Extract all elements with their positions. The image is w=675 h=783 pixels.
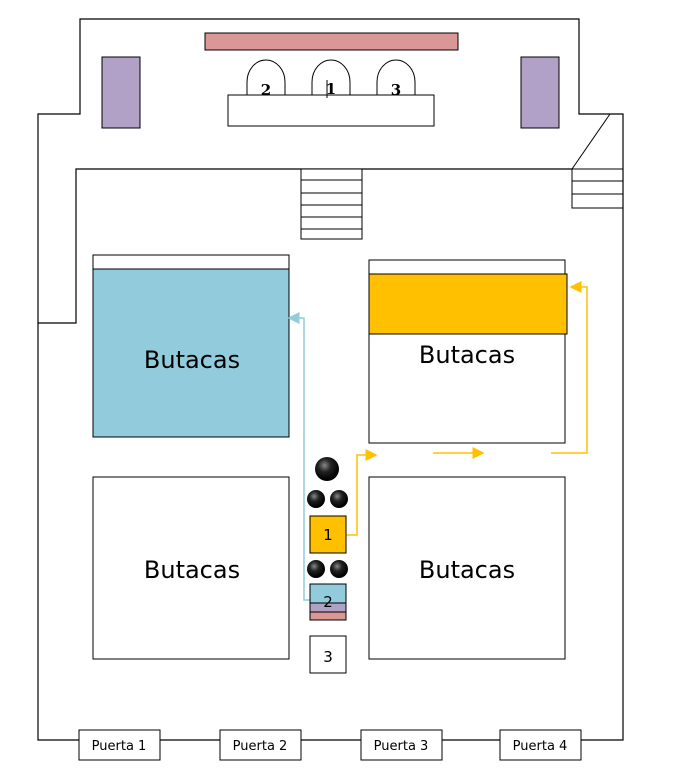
door-2-label: Puerta 2 (233, 739, 288, 754)
center-box-2-pink (309, 611, 347, 621)
route-blue-arrow (287, 312, 310, 601)
stage-backdrop (204, 32, 459, 51)
seating-bottom-left (92, 476, 290, 660)
seating-bottom-left-label: Butacas (144, 556, 240, 584)
stage-column-left (101, 56, 141, 129)
door-4 (499, 729, 582, 761)
door-2 (219, 729, 302, 761)
stage-column-right (520, 56, 560, 129)
right-stairs (571, 113, 623, 209)
center-stairs (300, 168, 363, 240)
stage-arch-3 (376, 59, 416, 96)
door-1 (78, 729, 161, 761)
seating-top-left-header (92, 254, 290, 270)
seating-top-right-highlight (368, 273, 568, 335)
door-3-label: Puerta 3 (374, 739, 429, 754)
stage-arch-2 (246, 59, 286, 96)
center-box-1 (309, 515, 347, 554)
route-yellow-arrow-3 (551, 281, 588, 454)
route-yellow-arrow-1 (346, 449, 378, 536)
arch-label-1: 1 (326, 80, 336, 98)
seating-top-right-label: Butacas (419, 341, 515, 369)
seating-bottom-right (368, 476, 566, 660)
speaker-icon (307, 490, 325, 508)
seating-top-left-label: Butacas (144, 346, 240, 374)
seating-bottom-right-label: Butacas (419, 556, 515, 584)
speaker-icon (315, 457, 339, 481)
center-box-1-label: 1 (323, 526, 333, 544)
door-1-label: Puerta 1 (92, 739, 147, 754)
center-box-3 (309, 635, 347, 674)
arch-label-3: 3 (391, 81, 401, 99)
center-box-3-label: 3 (323, 648, 333, 666)
speaker-icon (330, 490, 348, 508)
stage-arch-1 (311, 59, 351, 96)
speaker-icon (330, 560, 348, 578)
door-3 (360, 729, 443, 761)
door-4-label: Puerta 4 (513, 739, 568, 754)
stage-platform (227, 94, 435, 127)
speaker-icon (307, 560, 325, 578)
center-box-2-label: 2 (323, 593, 333, 611)
seating-top-left (92, 268, 290, 438)
arch-label-2: 2 (261, 81, 271, 99)
outer-wall (37, 18, 624, 741)
